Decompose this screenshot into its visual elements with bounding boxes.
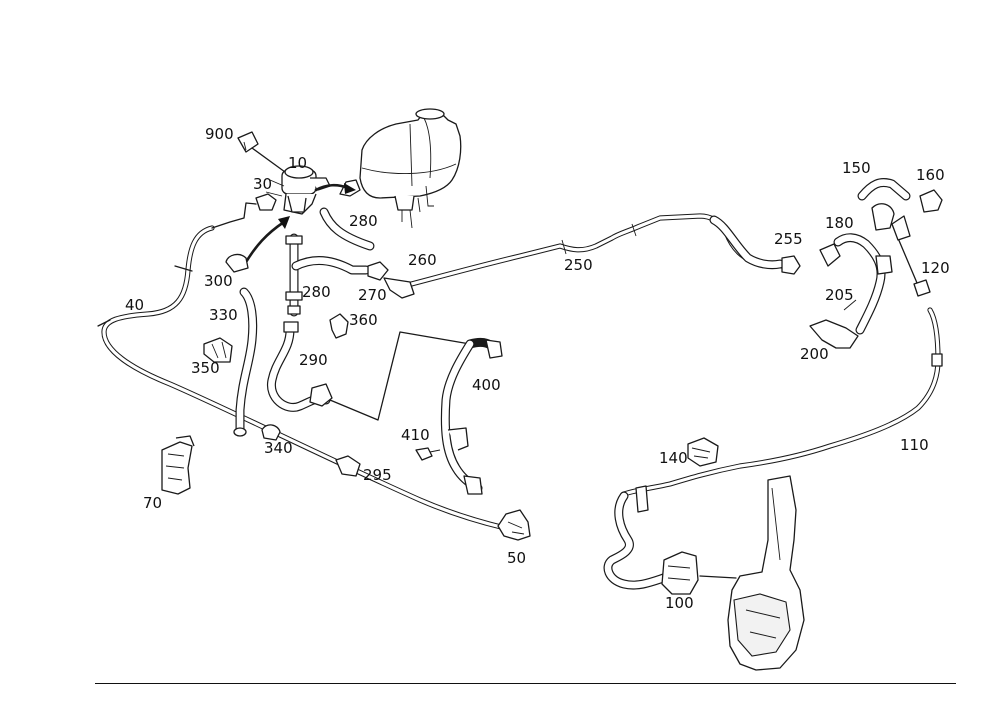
label-110: 110: [900, 436, 929, 454]
label-300: 300: [204, 272, 233, 290]
label-70: 70: [143, 494, 163, 512]
label-900: 900: [205, 125, 234, 143]
label-40: 40: [125, 296, 145, 314]
label-50: 50: [507, 549, 527, 567]
label-295: 295: [363, 466, 392, 484]
label-120: 120: [921, 259, 950, 277]
label-410: 410: [401, 426, 430, 444]
washer-tank: [603, 437, 805, 671]
hose-150-180: [809, 178, 943, 349]
hose-280-lower: [225, 233, 389, 317]
label-140: 140: [659, 449, 688, 467]
part-70: [161, 435, 195, 495]
hose-280-upper: [319, 207, 375, 251]
leader-lines: [243, 141, 247, 151]
line-250-260: [383, 213, 801, 299]
label-180: 180: [825, 214, 854, 232]
label-205: 205: [825, 286, 854, 304]
label-290: 290: [299, 351, 328, 369]
label-400: 400: [472, 376, 501, 394]
line-110: [621, 307, 943, 513]
label-150: 150: [842, 159, 871, 177]
label-260: 260: [408, 251, 437, 269]
label-270: 270: [358, 286, 387, 304]
label-340: 340: [264, 439, 293, 457]
pump-10: [237, 131, 331, 215]
hose-290: [261, 313, 361, 477]
label-10: 10: [288, 154, 308, 172]
hose-330: [203, 287, 258, 437]
label-350: 350: [191, 359, 220, 377]
label-255: 255: [774, 230, 803, 248]
label-280-upper: 280: [349, 212, 378, 230]
label-200: 200: [800, 345, 829, 363]
line-40: [97, 202, 508, 531]
label-160: 160: [916, 166, 945, 184]
expansion-tank: [339, 108, 462, 229]
label-250: 250: [564, 256, 593, 274]
bottom-rule: [95, 683, 956, 684]
label-280-lower: 280: [302, 283, 331, 301]
hose-400: [329, 331, 503, 495]
part-50: [497, 509, 531, 541]
label-360: 360: [349, 311, 378, 329]
label-100: 100: [665, 594, 694, 612]
flow-arrows: [244, 183, 356, 264]
label-30: 30: [253, 175, 273, 193]
label-330: 330: [209, 306, 238, 324]
